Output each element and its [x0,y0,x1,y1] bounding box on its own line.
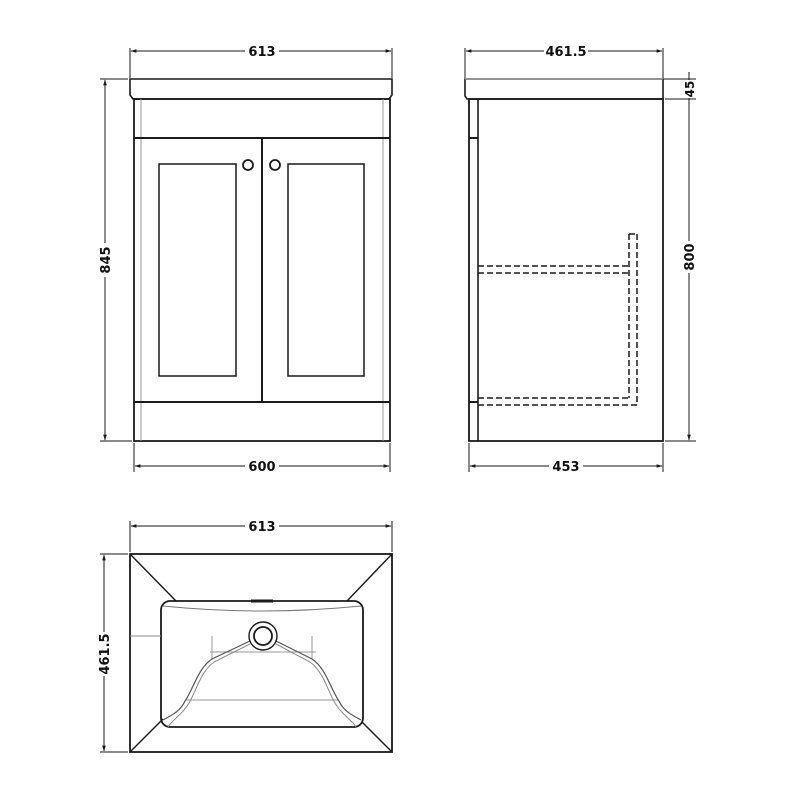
side-cabinet-body [468,98,664,442]
hidden-shelf-lines [478,233,638,406]
drain-inner-icon [253,626,273,646]
front-basin-top [129,78,393,100]
side-view [464,78,664,442]
right-door-panel [287,163,365,377]
side-dimension-labels: 461.5 453 45 800 [544,43,698,475]
dim-side-body-depth: 453 [552,460,579,475]
dim-front-top-width: 613 [248,45,275,60]
dim-front-body-width: 600 [248,460,275,475]
basin-bowl [160,600,364,728]
dim-side-top-thickness: 45 [683,81,697,98]
front-dimensions [100,48,393,472]
right-door-knob-icon [269,159,281,171]
plan-view [129,553,393,753]
basin-outline [129,553,393,753]
side-basin-top [464,78,664,100]
left-door-knob-icon [242,159,254,171]
dim-side-top-depth: 461.5 [545,45,586,60]
dim-side-height: 800 [683,243,698,270]
front-dimension-labels: 613 600 845 [97,43,279,475]
dim-plan-depth: 461.5 [98,633,113,674]
left-door-panel [158,163,237,377]
dim-plan-width: 613 [248,520,275,535]
front-cabinet-body [133,98,391,442]
plan-dimension-labels: 613 461.5 [96,518,279,676]
front-view [129,78,393,442]
drain-outer-icon [248,621,278,651]
side-dimensions [464,48,696,472]
dim-front-height: 845 [99,246,114,273]
